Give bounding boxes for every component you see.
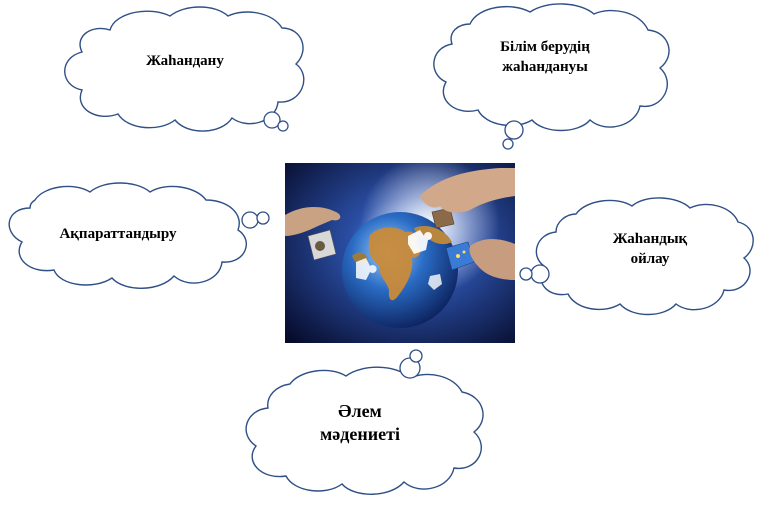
label-line: Білім берудің [500,39,590,55]
thought-bubble-large [530,264,550,284]
thought-bubble-small [277,120,289,132]
label-line: мәдениеті [320,424,400,445]
label-line: Жаһандану [146,53,224,69]
label-line: Жаһандық [612,231,688,247]
thought-bubble-small [409,349,423,363]
cloud-world-culture [245,349,484,495]
cloud-label-education-globalization: Білім берудің жаһандануы [470,38,620,77]
thought-bubble-small [256,211,270,225]
thought-bubble-small [502,138,514,150]
cloud-label-globalization: Жаһандану [110,52,260,72]
thought-bubble-large [263,111,281,129]
label-line: ойлау [630,250,670,267]
cloud-label-informatization: Ақпараттандыру [38,225,198,245]
cloud-label-world-culture: Әлем мәдениеті [290,400,430,447]
thought-bubble-small [519,267,533,281]
cloud-label-global-thinking: Жаһандық ойлау [580,230,720,269]
label-line: Әлем [338,401,382,421]
thought-bubble-large [504,120,524,140]
cloud-global-thinking [519,197,754,316]
cloud-globalization [64,6,305,132]
globe-puzzle-hands-icon [285,163,515,343]
thought-bubble-large [241,211,259,229]
label-line: жаһандануы [502,58,588,75]
cloud-informatization [8,182,270,289]
label-line: Ақпараттандыру [59,226,177,242]
cloud-education-globalization [433,3,670,150]
